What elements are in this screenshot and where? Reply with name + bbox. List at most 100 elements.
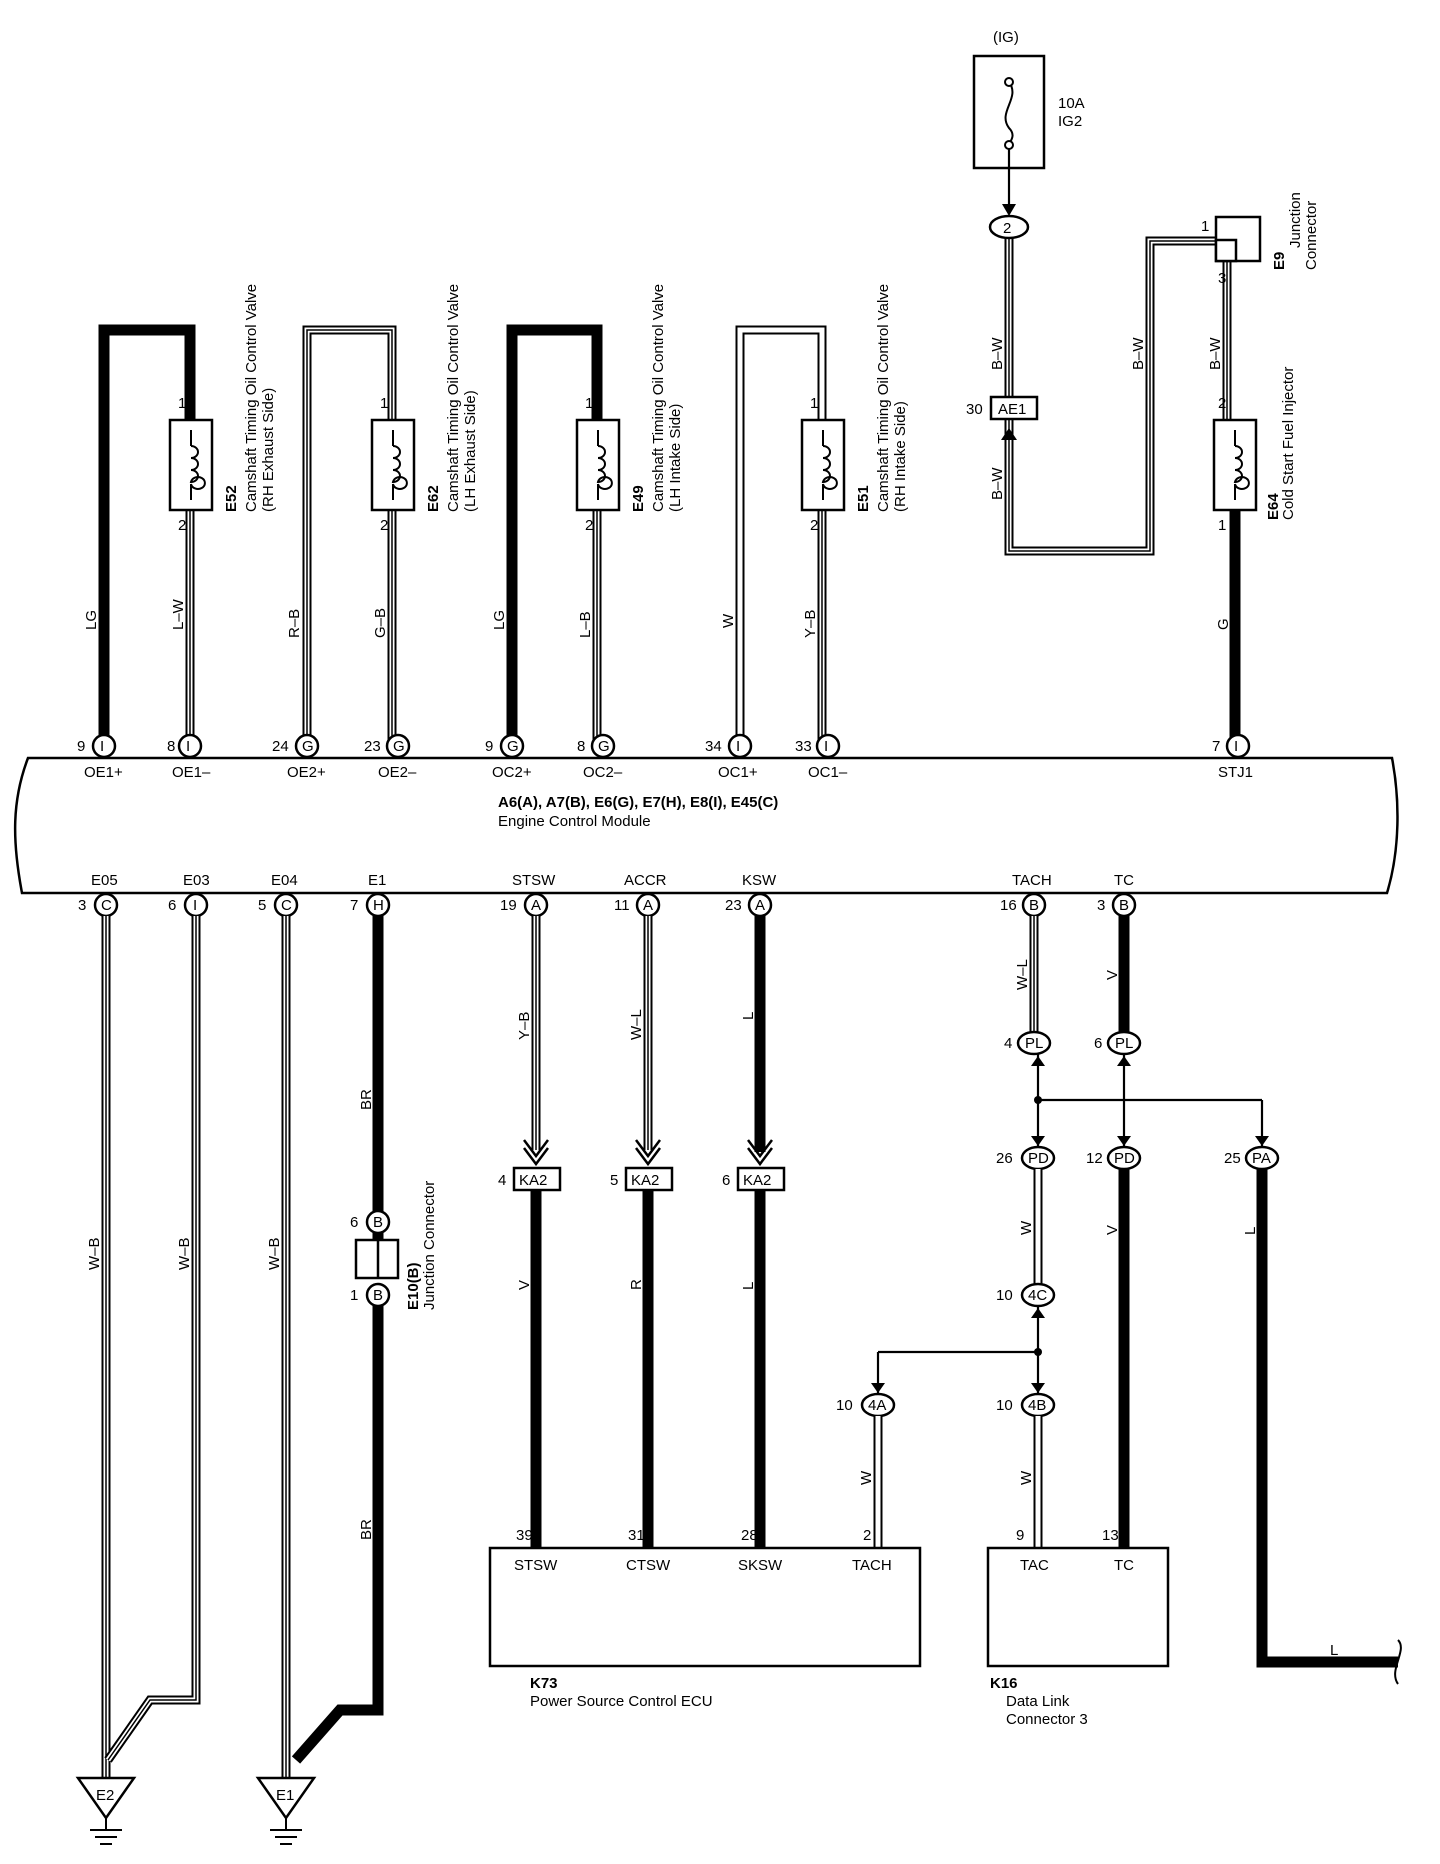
svg-text:33: 33: [795, 738, 812, 755]
svg-text:C: C: [281, 897, 292, 914]
svg-text:OE1–: OE1–: [172, 764, 211, 781]
svg-text:26: 26: [996, 1150, 1013, 1167]
wire-label-w-1: W: [720, 613, 737, 628]
ground-e2-label: E2: [96, 1787, 114, 1804]
wire-label-w-4: W: [1018, 1470, 1035, 1485]
svg-text:6: 6: [168, 897, 176, 914]
svg-text:11: 11: [614, 897, 630, 914]
ecm-top-pin-oe2m: G 23 OE2–: [364, 733, 417, 781]
k73-pin-tach: TACH: [852, 1557, 892, 1574]
ecm-bot-pin-stsw: STSW A 19: [500, 872, 556, 918]
wire-label-rb: R–B: [286, 609, 303, 638]
svg-text:I: I: [824, 738, 828, 755]
wire-label-br-2: BR: [358, 1519, 375, 1540]
svg-text:4: 4: [1004, 1035, 1012, 1052]
k73-id: K73: [530, 1675, 558, 1692]
svg-text:8: 8: [167, 738, 175, 755]
e52-pin-top: 1: [178, 395, 186, 412]
svg-text:PL: PL: [1025, 1035, 1043, 1052]
e64-name: Cold Start Fuel Injector: [1280, 367, 1297, 520]
e10-letter-bot: B: [373, 1287, 383, 1304]
ecm-top-pin-oc1p: I 34 OC1+: [705, 733, 758, 781]
svg-text:KA2: KA2: [631, 1172, 659, 1189]
svg-text:10: 10: [996, 1397, 1013, 1414]
e9-id: E9: [1271, 252, 1288, 270]
svg-text:PA: PA: [1252, 1150, 1271, 1167]
e9-line2: Connector: [1303, 201, 1320, 270]
e52-id: E52: [223, 485, 240, 512]
e9-line1: Junction: [1287, 192, 1304, 248]
e49-line2: (LH Intake Side): [667, 404, 684, 512]
e51-line2: (RH Intake Side): [892, 401, 909, 512]
wire-label-l-3: L: [1242, 1227, 1259, 1235]
wire-label-l-1: L: [740, 1012, 757, 1020]
ecm-top-pin-oc2m: G 8 OC2–: [577, 733, 623, 781]
svg-text:10: 10: [836, 1397, 853, 1414]
k16-line2: Connector 3: [1006, 1711, 1088, 1728]
svg-text:B: B: [1029, 897, 1039, 914]
e64-pin-bot: 1: [1218, 517, 1226, 534]
svg-text:E05: E05: [91, 872, 118, 889]
svg-text:6: 6: [722, 1172, 730, 1189]
wire-label-wl-1: W–L: [628, 1009, 645, 1040]
svg-text:TC: TC: [1114, 872, 1134, 889]
bw-wire-fuse-loop: [1004, 236, 1232, 556]
e10-name: Junction Connector: [421, 1181, 438, 1310]
svg-text:3: 3: [78, 897, 86, 914]
e51-line1: Camshaft Timing Oil Control Valve: [875, 284, 892, 512]
svg-text:19: 19: [500, 897, 517, 914]
ground-e1-icon: [255, 1776, 317, 1845]
wire-label-wb-2: W–B: [176, 1237, 193, 1270]
svg-text:G: G: [302, 738, 314, 755]
svg-text:ACCR: ACCR: [624, 872, 667, 889]
wire-label-lg-1: LG: [83, 610, 100, 630]
e10-letter-top: B: [373, 1214, 383, 1231]
svg-text:PD: PD: [1028, 1150, 1049, 1167]
fuse-name: IG2: [1058, 113, 1082, 130]
svg-text:OE2+: OE2+: [287, 764, 326, 781]
e51-id: E51: [855, 485, 872, 512]
svg-text:OE1+: OE1+: [84, 764, 123, 781]
svg-text:4A: 4A: [868, 1397, 886, 1414]
e62-line1: Camshaft Timing Oil Control Valve: [445, 284, 462, 512]
svg-text:4C: 4C: [1028, 1287, 1047, 1304]
svg-text:B: B: [1119, 897, 1129, 914]
k16-line1: Data Link: [1006, 1693, 1070, 1710]
e64-pin-top: 2: [1218, 395, 1226, 412]
wire-label-wl-2: W–L: [1014, 959, 1031, 990]
k73-pin-2: 2: [863, 1527, 871, 1544]
wire-label-yb-1: Y–B: [802, 610, 819, 638]
e52-line1: Camshaft Timing Oil Control Valve: [243, 284, 260, 512]
wire-label-wb-3: W–B: [266, 1237, 283, 1270]
e62-pin-top: 1: [380, 395, 388, 412]
wire-wb-e03: [104, 916, 201, 1763]
e9-pin1: 1: [1201, 218, 1209, 235]
svg-text:OE2–: OE2–: [378, 764, 417, 781]
ecm-top-pin-oe1m: I 8 OE1–: [167, 733, 211, 781]
svg-text:KSW: KSW: [742, 872, 777, 889]
svg-text:I: I: [186, 738, 190, 755]
k73-pin-39: 39: [516, 1527, 533, 1544]
wire-label-g: G: [1215, 618, 1232, 630]
k73-pin-28: 28: [741, 1527, 758, 1544]
e10-pin1: 1: [350, 1287, 358, 1304]
svg-text:10: 10: [996, 1287, 1013, 1304]
e62-pin-bot: 2: [380, 517, 388, 534]
ecm-top-pin-oc2p: G 9 OC2+: [485, 733, 532, 781]
svg-text:6: 6: [1094, 1035, 1102, 1052]
e49-id: E49: [630, 485, 647, 512]
e49-line1: Camshaft Timing Oil Control Valve: [650, 284, 667, 512]
connector-ae1: [989, 395, 1039, 421]
wire-label-lb: L–B: [577, 611, 594, 638]
svg-text:8: 8: [577, 738, 585, 755]
wire-label-gb: G–B: [372, 608, 389, 638]
svg-text:OC2+: OC2+: [492, 764, 532, 781]
junction-e10: [354, 1209, 400, 1308]
svg-text:A: A: [643, 897, 653, 914]
ecm-top-pin-oe1p: I 9 OE1+: [77, 733, 123, 781]
k16-pin-9: 9: [1016, 1527, 1024, 1544]
k16-pin-tc: TC: [1114, 1557, 1134, 1574]
ecm-bot-pin-e03: E03 I 6: [168, 872, 210, 918]
fuse-source: (IG): [993, 29, 1019, 46]
svg-text:9: 9: [77, 738, 85, 755]
